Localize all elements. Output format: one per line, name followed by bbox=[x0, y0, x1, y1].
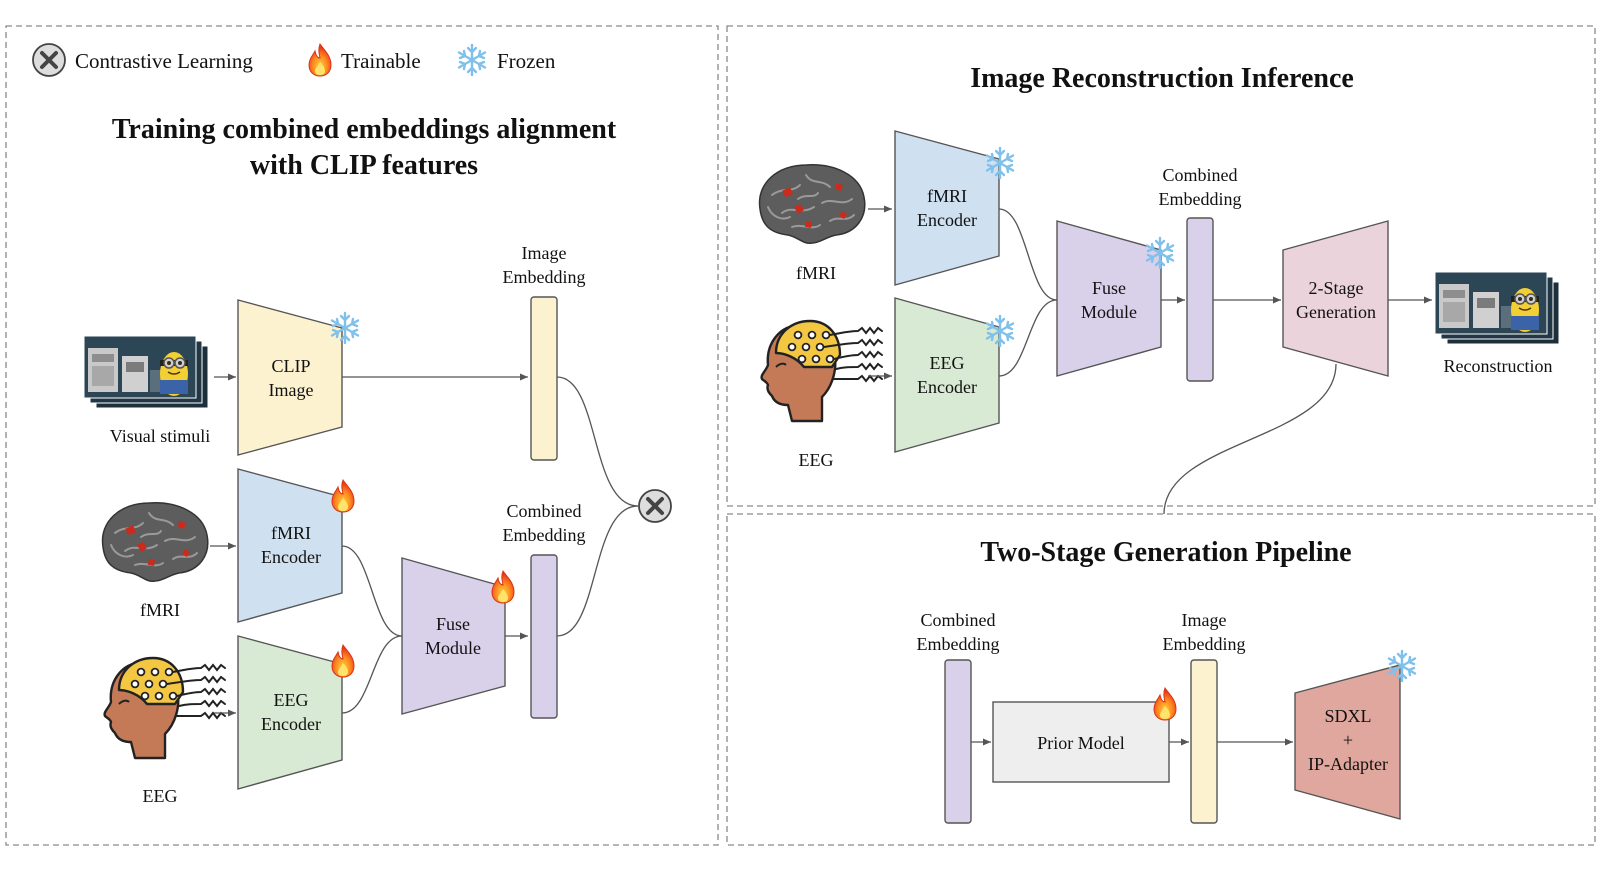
training-title-line2: with CLIP features bbox=[250, 150, 478, 181]
legend: Contrastive Learning Trainable Frozen bbox=[32, 43, 556, 77]
fmri-encoder-label-line2: Encoder bbox=[261, 547, 321, 567]
prior-model-block bbox=[992, 701, 1170, 783]
visual-stimuli-frames-image bbox=[83, 335, 209, 409]
image-embedding-label-line1: Image bbox=[522, 243, 567, 263]
clip-image-label-line1: CLIP bbox=[271, 356, 310, 376]
inference-fmri-encoder-label-line1: fMRI bbox=[927, 186, 967, 206]
pipeline-image-embedding-label-line1: Image bbox=[1182, 610, 1227, 630]
inference-fuse-module-block bbox=[1056, 220, 1162, 377]
prior-model-label: Prior Model bbox=[1037, 733, 1125, 753]
training-title-line1: Training combined embeddings alignment bbox=[112, 114, 617, 145]
fmri-label: fMRI bbox=[140, 600, 180, 620]
pipeline-image-embedding-label-line2: Embedding bbox=[1163, 634, 1246, 654]
two-stage-generation-label-line2: Generation bbox=[1296, 302, 1376, 322]
inference-eeg-encoder-label-line2: Encoder bbox=[917, 377, 977, 397]
pipeline-combined-embedding-bar bbox=[944, 659, 972, 824]
clip-image-label-line2: Image bbox=[269, 380, 314, 400]
sdxl-label-line1: SDXL bbox=[1324, 706, 1371, 726]
image-embedding-bar bbox=[530, 296, 558, 461]
fuse-module-trainable-flame-icon bbox=[491, 570, 515, 604]
inference-fmri-encoder-block bbox=[894, 130, 1000, 286]
combined-embedding-label-line2: Embedding bbox=[503, 525, 586, 545]
legend-frozen-label: Frozen bbox=[497, 49, 556, 73]
prior-model-trainable-flame-icon bbox=[1153, 687, 1177, 721]
legend-contrastive-label: Contrastive Learning bbox=[75, 49, 253, 73]
sdxl-label-line3: IP-Adapter bbox=[1308, 754, 1388, 774]
contrastive-x-icon bbox=[32, 43, 66, 77]
sdxl-ip-adapter-block bbox=[1294, 664, 1401, 820]
eeg-encoder-label-line2: Encoder bbox=[261, 714, 321, 734]
training-panel bbox=[5, 25, 719, 846]
inference-fmri-encoder-label-line2: Encoder bbox=[917, 210, 977, 230]
fmri-encoder-trainable-flame-icon bbox=[331, 479, 355, 513]
visual-stimuli-label: Visual stimuli bbox=[110, 426, 210, 446]
inference-combined-embedding-label-line2: Embedding bbox=[1159, 189, 1242, 209]
inference-eeg-label: EEG bbox=[799, 450, 834, 470]
fmri-encoder-block bbox=[237, 468, 343, 623]
pipeline-title: Two-Stage Generation Pipeline bbox=[980, 537, 1351, 568]
inference-combined-embedding-bar bbox=[1186, 217, 1214, 382]
inference-eeg-head-icon bbox=[760, 319, 884, 423]
pipeline-combined-embedding-label-line1: Combined bbox=[921, 610, 996, 630]
pipeline-panel bbox=[726, 513, 1596, 846]
inference-eeg-encoder-label-line1: EEG bbox=[930, 353, 965, 373]
inference-panel bbox=[726, 25, 1596, 507]
legend-trainable-label: Trainable bbox=[341, 49, 421, 73]
inference-title: Image Reconstruction Inference bbox=[970, 63, 1354, 94]
clip-image-encoder-block bbox=[237, 299, 343, 456]
pipeline-combined-embedding-label-line2: Embedding bbox=[917, 634, 1000, 654]
fmri-encoder-label-line1: fMRI bbox=[271, 523, 311, 543]
image-embedding-label-line2: Embedding bbox=[503, 267, 586, 287]
frozen-snowflake-icon bbox=[457, 43, 487, 77]
eeg-encoder-trainable-flame-icon bbox=[331, 644, 355, 678]
sdxl-label-line2: + bbox=[1343, 730, 1353, 750]
fuse-module-label-line2: Module bbox=[425, 638, 481, 658]
eeg-label: EEG bbox=[143, 786, 178, 806]
generation-to-pipeline-link bbox=[1163, 363, 1337, 515]
two-stage-generation-block bbox=[1282, 220, 1389, 377]
fuse-module-label-line1: Fuse bbox=[436, 614, 470, 634]
eeg-encoder-block bbox=[237, 635, 343, 790]
inference-fmri-label: fMRI bbox=[796, 263, 836, 283]
combined-embedding-label-line1: Combined bbox=[507, 501, 582, 521]
eeg-encoder-label-line1: EEG bbox=[274, 690, 309, 710]
fmri-brain-icon bbox=[101, 501, 209, 583]
inference-fuse-label-line1: Fuse bbox=[1092, 278, 1126, 298]
contrastive-loss-x-icon bbox=[638, 489, 672, 523]
pipeline-image-embedding-bar bbox=[1190, 659, 1218, 824]
inference-fuse-label-line2: Module bbox=[1081, 302, 1137, 322]
fuse-module-block bbox=[401, 557, 506, 715]
inference-fmri-brain-icon bbox=[758, 163, 866, 245]
trainable-flame-icon bbox=[308, 43, 332, 77]
inference-eeg-encoder-block bbox=[894, 297, 1000, 453]
combined-embedding-bar bbox=[530, 554, 558, 719]
reconstruction-label: Reconstruction bbox=[1444, 356, 1553, 376]
two-stage-generation-label-line1: 2-Stage bbox=[1309, 278, 1364, 298]
inference-combined-embedding-label-line1: Combined bbox=[1163, 165, 1238, 185]
eeg-head-icon bbox=[103, 656, 227, 760]
reconstruction-frames-image bbox=[1434, 271, 1560, 345]
